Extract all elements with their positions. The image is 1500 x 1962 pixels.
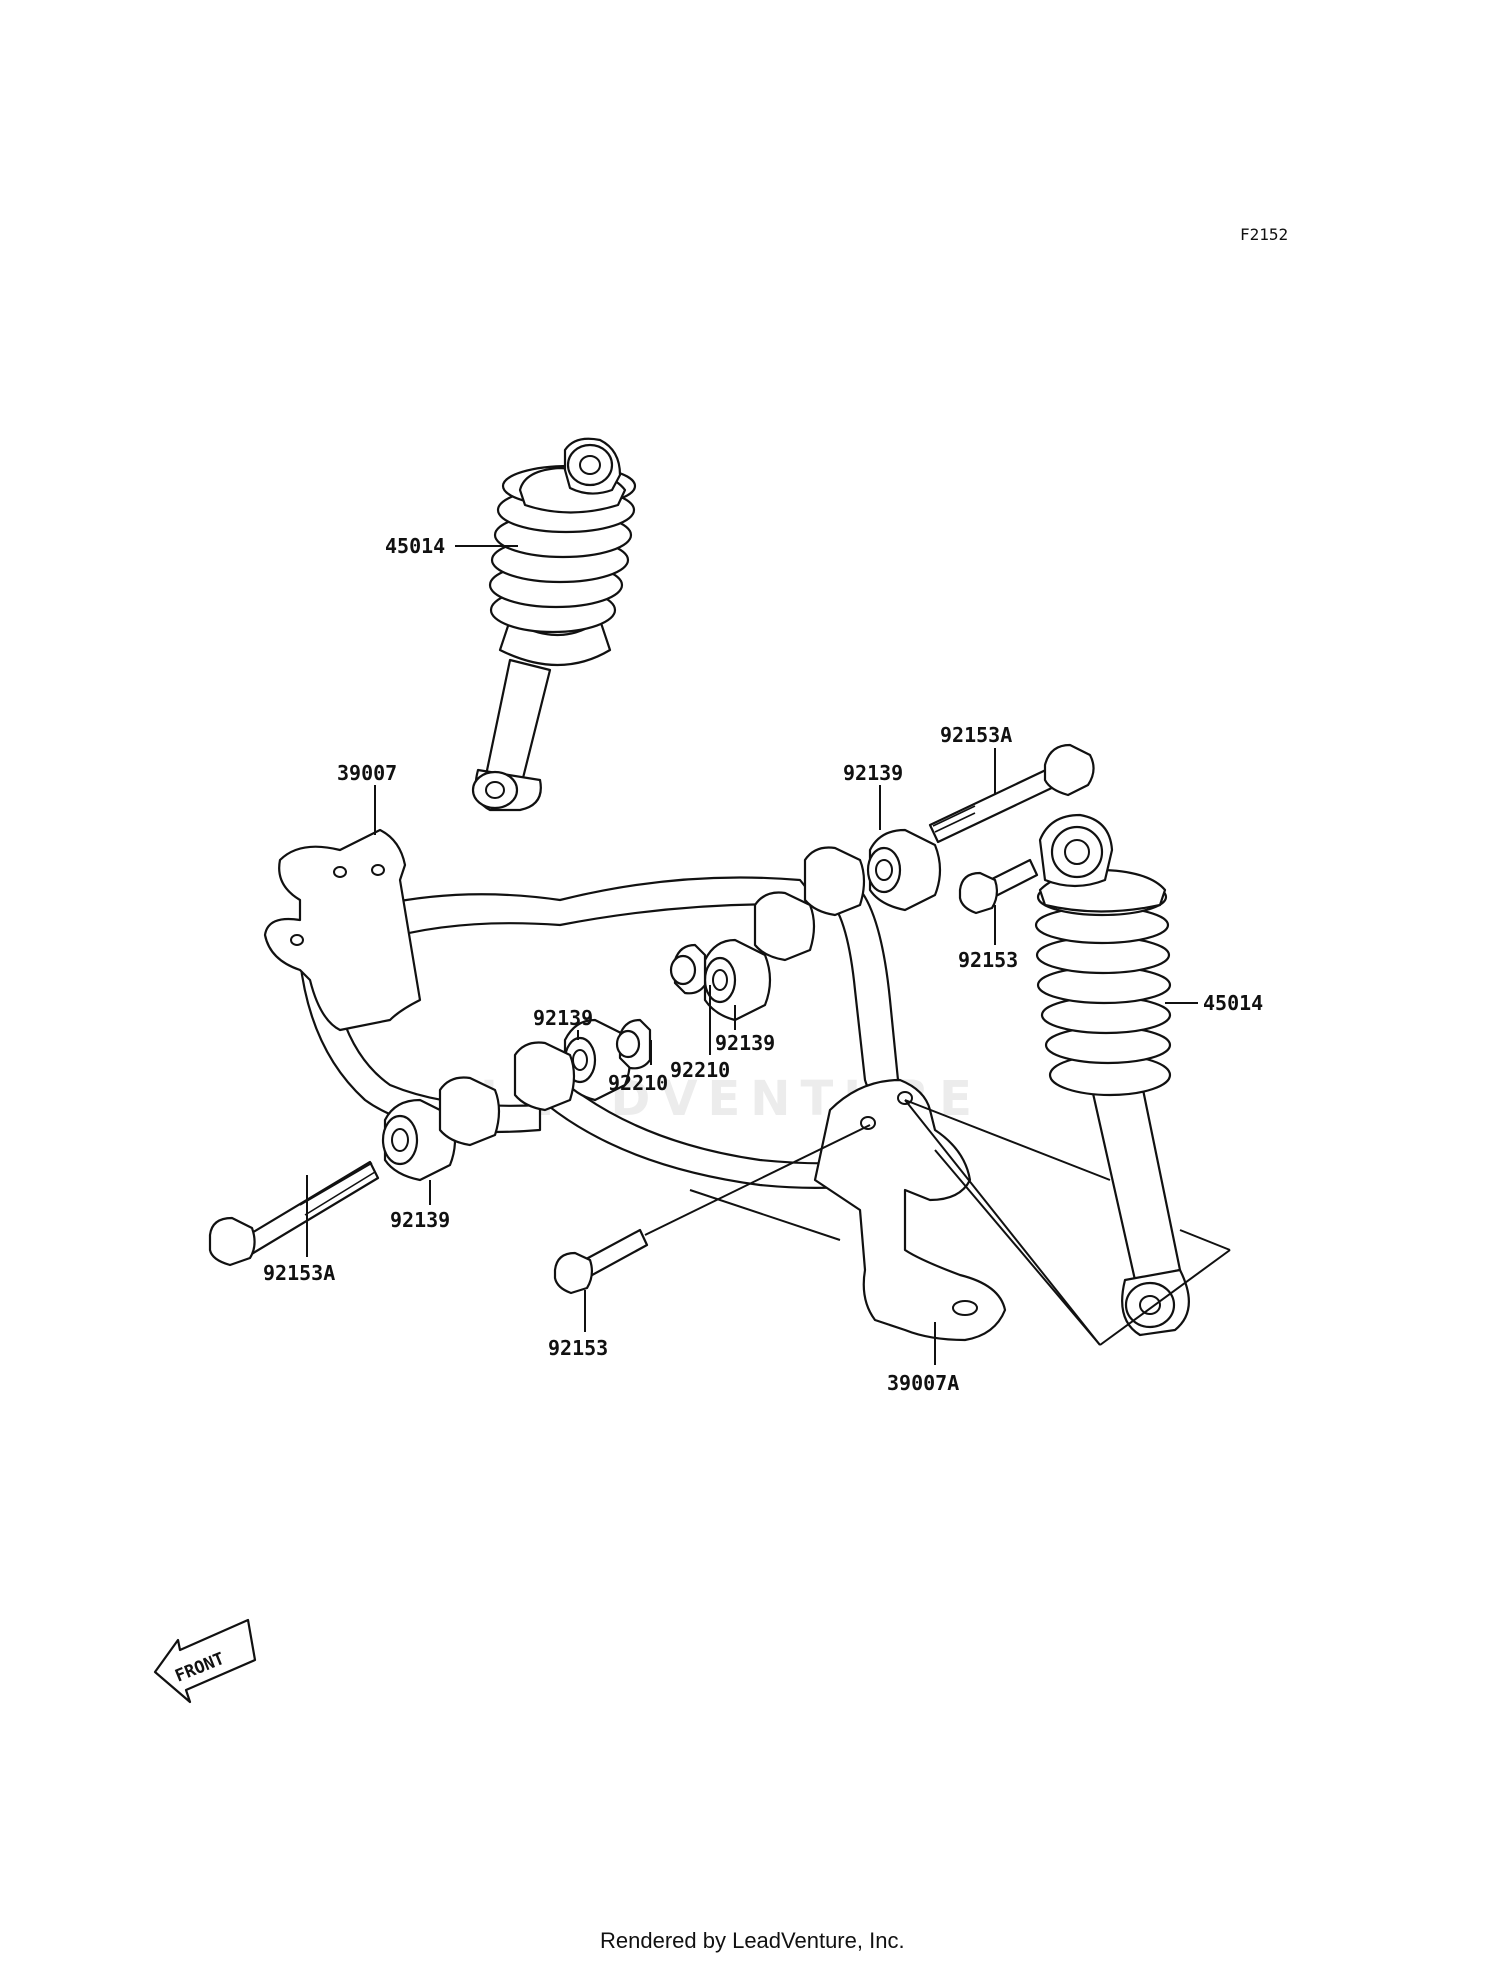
label-arm-left: 39007	[337, 761, 397, 785]
label-collar-left: 92210	[608, 1071, 668, 1095]
control-arm-assembly[interactable]	[263, 828, 1007, 1342]
bolt-bottom[interactable]	[553, 1228, 649, 1295]
label-bolt-bottom: 92153	[548, 1336, 608, 1360]
footer-credit: Rendered by LeadVenture, Inc.	[600, 1928, 905, 1953]
shock-absorber-left[interactable]	[471, 437, 637, 812]
bushing-bottom-left[interactable]	[381, 1098, 457, 1182]
leader-lines	[306, 545, 1198, 1365]
label-bushing-top-right: 92139	[843, 761, 903, 785]
label-shock-right: 45014	[1203, 991, 1263, 1015]
collar-right[interactable]	[669, 943, 707, 995]
label-shock-left: 45014	[385, 534, 445, 558]
long-bolt-bottom[interactable]	[208, 1160, 380, 1267]
long-bolt-top[interactable]	[928, 743, 1095, 844]
label-collar-right: 92210	[670, 1058, 730, 1082]
label-bushing-bottom-left: 92139	[390, 1208, 450, 1232]
label-bushing-mid-left: 92139	[533, 1006, 593, 1030]
collar-left[interactable]	[615, 1018, 652, 1070]
label-arm-right: 39007A	[887, 1371, 959, 1395]
diagram-code: F2152	[1240, 225, 1288, 244]
label-long-bolt-bottom: 92153A	[263, 1261, 335, 1285]
label-bolt-right: 92153	[958, 948, 1018, 972]
bushing-top-right[interactable]	[866, 828, 942, 912]
shock-absorber-right[interactable]	[1034, 813, 1190, 1337]
label-bushing-mid-right: 92139	[715, 1031, 775, 1055]
bolt-right[interactable]	[958, 858, 1039, 915]
label-long-bolt-top: 92153A	[940, 723, 1012, 747]
front-arrow: FRONT	[153, 1618, 257, 1704]
bushing-mid-right[interactable]	[703, 938, 772, 1022]
assembly-lines	[644, 1099, 1231, 1346]
